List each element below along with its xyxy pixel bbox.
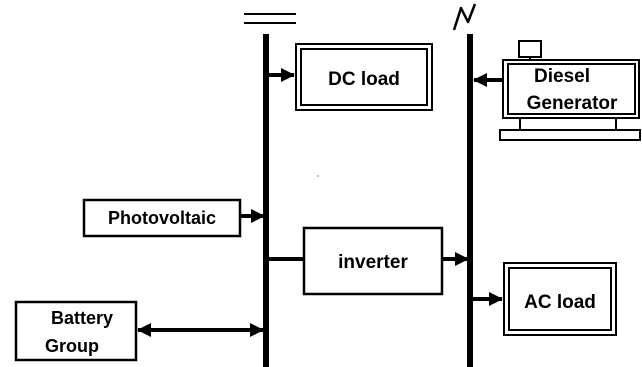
dc-bus-symbol <box>244 13 296 24</box>
photovoltaic-block: Photovoltaic <box>82 198 242 238</box>
inverter-label: inverter <box>338 252 408 273</box>
ac-load-label: AC load <box>524 292 596 313</box>
dc-load-label: DC load <box>328 69 400 90</box>
photovoltaic-label: Photovoltaic <box>108 208 216 228</box>
speck <box>317 175 319 177</box>
ac-bus-symbol <box>452 3 477 31</box>
inverter-block: inverter <box>302 226 444 296</box>
battery-group-label-line1: Battery <box>51 308 113 328</box>
battery-group-block: Battery Group <box>14 300 138 362</box>
diesel-generator-label-line2: Generator <box>527 93 618 114</box>
battery-group-label-line2: Group <box>45 336 99 356</box>
diesel-generator-block: Diesel Generator <box>499 40 641 141</box>
dc-load-block: DC load <box>295 43 433 111</box>
diesel-generator-label-line1: Diesel <box>534 66 590 87</box>
ac-load-block: AC load <box>503 262 617 336</box>
